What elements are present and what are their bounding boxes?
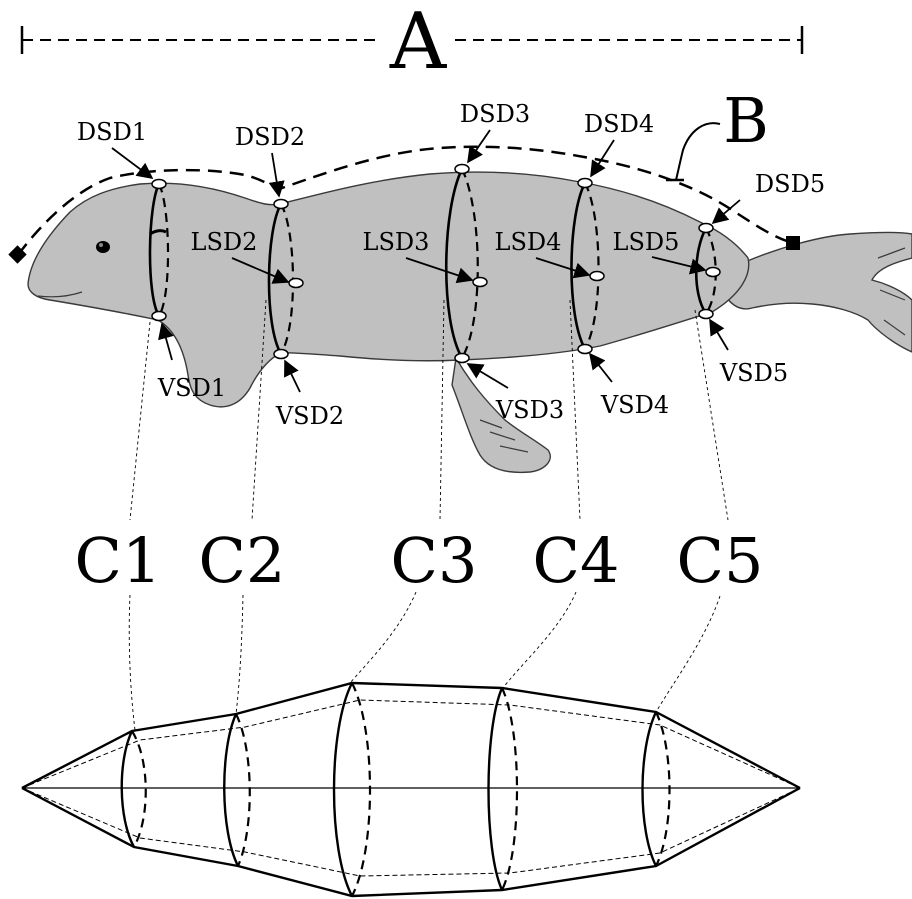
label-dsd1: DSD1 <box>77 118 147 146</box>
label-vsd4: VSD4 <box>600 391 669 419</box>
label-vsd3: VSD3 <box>495 396 564 424</box>
label-A: A <box>389 0 448 87</box>
label-c5: C5 <box>677 524 764 597</box>
label-dsd4: DSD4 <box>584 110 654 138</box>
label-lsd3: LSD3 <box>363 228 430 256</box>
label-dsd3: DSD3 <box>460 100 530 128</box>
label-c4: C4 <box>533 524 620 597</box>
label-dsd2: DSD2 <box>235 123 305 151</box>
label-c1: C1 <box>75 524 162 597</box>
label-c2: C2 <box>199 524 286 597</box>
label-vsd2: VSD2 <box>275 402 344 430</box>
label-vsd1: VSD1 <box>157 374 226 402</box>
seal-body <box>28 172 912 472</box>
label-dsd5: DSD5 <box>755 170 825 198</box>
geometric-body-model <box>22 683 800 896</box>
label-c3: C3 <box>391 524 478 597</box>
label-lsd4: LSD4 <box>495 228 562 256</box>
label-lsd5: LSD5 <box>613 228 680 256</box>
label-vsd5: VSD5 <box>719 359 788 387</box>
label-B: B <box>723 84 769 157</box>
label-lsd2: LSD2 <box>191 228 258 256</box>
seal-eye-icon <box>96 241 110 253</box>
